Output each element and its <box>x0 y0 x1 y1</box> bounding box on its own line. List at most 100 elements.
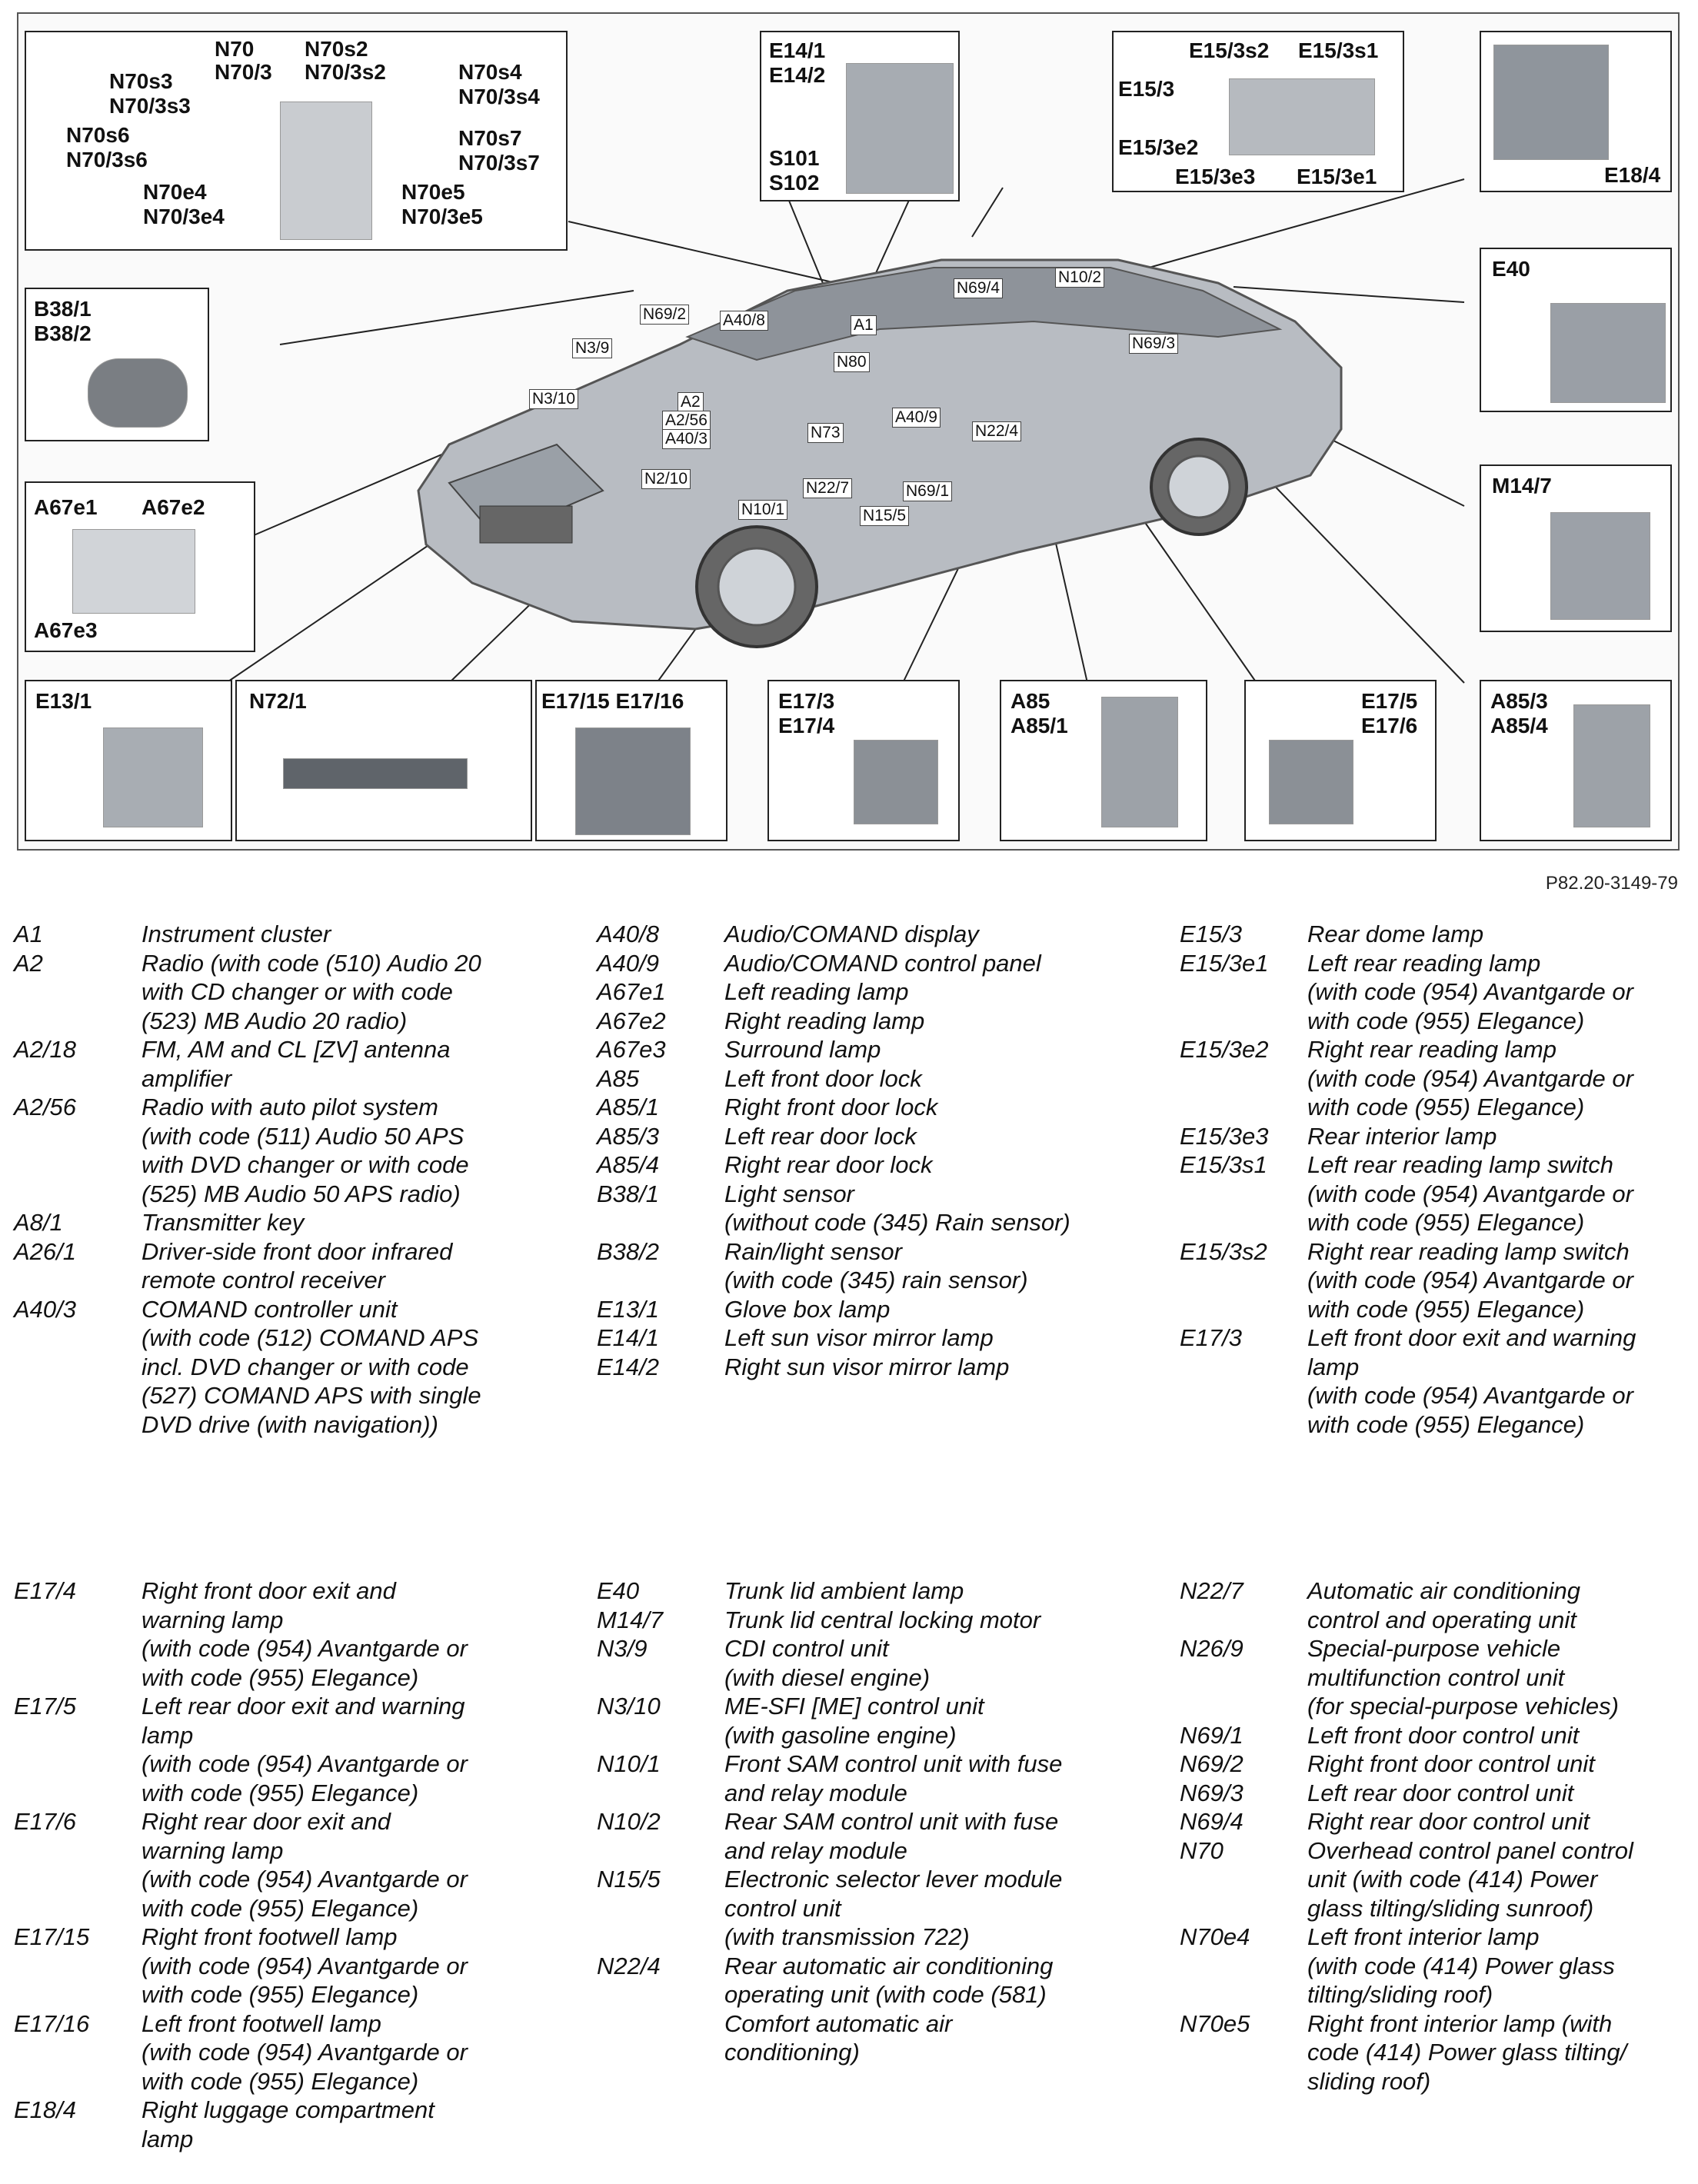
inset-front-door-locks: A85 A85/1 <box>1000 680 1207 841</box>
legend-description: Left front door exit and warning lamp (w… <box>1307 1324 1636 1438</box>
legend-code: N69/1 <box>1180 1721 1244 1749</box>
legend-code: A67e2 <box>597 1007 666 1034</box>
legend-description: Left rear door exit and warning lamp (wi… <box>142 1693 468 1806</box>
legend-description: Left sun visor mirror lamp <box>724 1324 994 1351</box>
label: E14/2 <box>769 63 826 87</box>
callout-tag: A40/8 <box>720 311 768 331</box>
sensor-photo <box>88 358 188 428</box>
label: N70/3s2 <box>305 60 386 84</box>
legend-code: E15/3e1 <box>1180 949 1269 977</box>
callout-tag: N80 <box>834 352 870 372</box>
inset-overhead-control-panel: N70 N70/3 N70s2 N70/3s2 N70s3 N70/3s3 N7… <box>25 31 568 251</box>
callout-tag: N69/3 <box>1129 334 1179 354</box>
label: S102 <box>769 171 820 195</box>
label: B38/2 <box>34 321 92 345</box>
legend-description: Instrument cluster <box>142 921 331 947</box>
label: B38/1 <box>34 297 92 321</box>
label: E15/3s1 <box>1298 38 1379 62</box>
legend-code: A2/18 <box>14 1036 77 1063</box>
legend-code: A67e3 <box>597 1036 666 1063</box>
legend-description: Right front door lock <box>724 1094 938 1120</box>
legend-description: Rear interior lamp <box>1307 1122 1497 1150</box>
callout-tag: A1 <box>851 315 877 335</box>
inset-rear-door-locks: A85/3 A85/4 <box>1480 680 1672 841</box>
legend-description: Audio/COMAND control panel <box>724 949 1041 977</box>
legend-code: A40/3 <box>14 1295 77 1323</box>
legend-description: FM, AM and CL [ZV] antenna amplifier <box>142 1036 451 1092</box>
label: A67e2 <box>142 495 205 519</box>
label: N70/3e4 <box>143 205 225 228</box>
label: E17/3 <box>778 689 835 713</box>
label: N70s4 <box>458 60 522 84</box>
legend-description: ME-SFI [ME] control unit (with gasoline … <box>724 1693 984 1749</box>
legend-code: A85/1 <box>597 1094 660 1120</box>
legend-code: A40/8 <box>597 921 660 947</box>
trunk-ambient-photo <box>1550 303 1666 403</box>
legend-code: A85/3 <box>597 1122 660 1150</box>
legend-code: E17/4 <box>14 1577 77 1604</box>
inset-rear-door-exit-lamps: E17/5 E17/6 <box>1244 680 1437 841</box>
luggage-lamp-photo <box>1493 45 1609 160</box>
glove-box-photo <box>103 727 203 827</box>
legend-code: E40 <box>597 1577 640 1604</box>
legend-code: A2/56 <box>14 1094 77 1120</box>
legend-code: N69/2 <box>1180 1750 1244 1777</box>
legend-code: A85/4 <box>597 1151 660 1178</box>
rear-lock-photo <box>1573 704 1650 827</box>
legend-code: E15/3e3 <box>1180 1122 1269 1150</box>
label: E17/5 <box>1361 689 1418 713</box>
legend-entry: A2/18 FM, AM and CL [ZV] antenna amplifie… <box>14 1035 583 1093</box>
label: A85/4 <box>1490 714 1548 737</box>
legend-description: Transmitter key <box>142 1209 305 1236</box>
legend-description: Rear automatic air conditioning operatin… <box>724 1952 1054 2066</box>
inset-trunk-motor: M14/7 <box>1480 464 1672 632</box>
legend-code: N10/2 <box>597 1808 661 1835</box>
label: A67e1 <box>34 495 98 519</box>
legend-code: N15/5 <box>597 1866 661 1893</box>
callout-tag: N10/1 <box>738 500 788 520</box>
label: E15/3e1 <box>1297 165 1377 188</box>
legend-description: Right rear door control unit <box>1307 1808 1590 1835</box>
legend-code: B38/1 <box>597 1180 660 1207</box>
legend-description: Left front interior lamp (with code (414… <box>1307 1923 1615 2008</box>
legend-code: N3/9 <box>597 1635 648 1662</box>
label: A85/1 <box>1010 714 1068 737</box>
legend-description: Left rear door lock <box>724 1122 917 1150</box>
legend-code: E15/3 <box>1180 921 1243 947</box>
legend-code: E15/3s2 <box>1180 1237 1267 1265</box>
diagram-drawing <box>214 178 1465 684</box>
legend-description: Left front door lock <box>724 1064 922 1092</box>
figure-reference: P82.20-3149-79 <box>1545 873 1678 894</box>
callout-tag: A40/9 <box>892 408 941 428</box>
visor-photo <box>846 63 954 194</box>
inset-glove-box-lamp: E13/1 <box>25 680 232 841</box>
front-lock-photo <box>1101 697 1178 827</box>
legend-description: Driver-side front door infrared remote c… <box>142 1237 453 1294</box>
legend-description: Surround lamp <box>724 1036 881 1063</box>
car-illustration <box>417 258 1343 648</box>
label: N70/3e5 <box>401 205 483 228</box>
label: E17/15 E17/16 <box>541 689 684 713</box>
legend-code: E17/5 <box>14 1693 77 1720</box>
callout-tag: N2/10 <box>641 469 691 489</box>
